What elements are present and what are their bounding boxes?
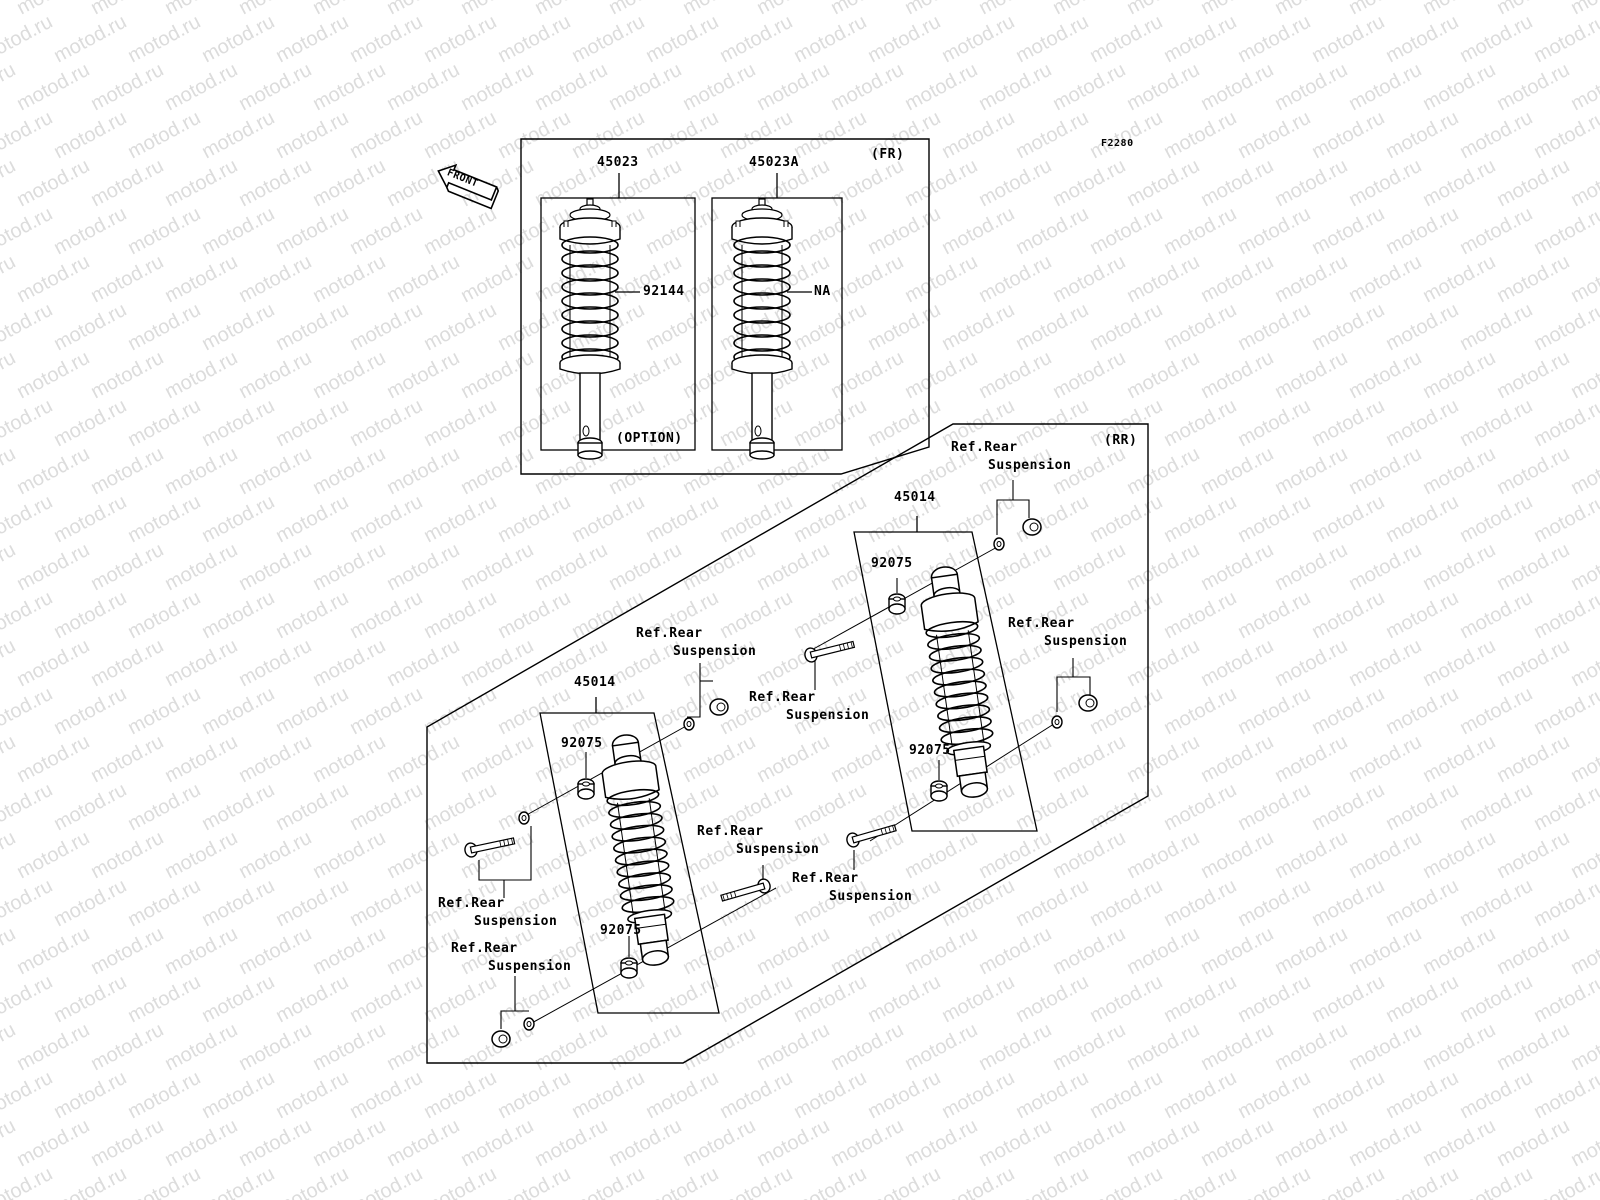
bushing-number-left-lower: 92075: [600, 923, 642, 938]
bushing-number-left-upper: 92075: [561, 736, 603, 751]
rear-left-lower-washer: [523, 1017, 535, 1031]
rear-right-lower-washer: [1051, 715, 1063, 729]
absorber-number-right: 45014: [894, 490, 936, 505]
rear-left-upper-washer-2: [518, 811, 530, 825]
rear-right-bracket: [853, 531, 1038, 832]
ref-label-8a: Ref.Rear: [451, 941, 518, 956]
ref-label-7b: Suspension: [474, 914, 558, 929]
front-section-frame: [520, 138, 930, 475]
spring-callout-92144: 92144: [643, 284, 685, 299]
ref-label-1a: Ref.Rear: [951, 440, 1018, 455]
rear-section-title: (RR): [1104, 433, 1138, 448]
ref-label-4b: Suspension: [829, 889, 913, 904]
ref-label-7a: Ref.Rear: [438, 896, 505, 911]
rear-right-upper-washer: [993, 537, 1005, 551]
rear-left-lower-bolt: [719, 876, 773, 906]
rear-left-upper-bolt: [462, 833, 517, 859]
rear-left-upper-washer: [683, 717, 695, 731]
ref-label-3b: Suspension: [786, 708, 870, 723]
rear-right-lower-bolt: [844, 820, 898, 850]
front-shock-45023a: [731, 198, 793, 460]
ref-label-6a: Ref.Rear: [697, 824, 764, 839]
ref-label-8b: Suspension: [488, 959, 572, 974]
rear-right-upper-bolt: [802, 636, 857, 664]
ref-label-2b: Suspension: [1044, 634, 1128, 649]
absorber-number-left: 45014: [574, 675, 616, 690]
front-section-title: (FR): [871, 147, 905, 162]
ref-label-1b: Suspension: [988, 458, 1072, 473]
rear-right-lower-bushing: [930, 780, 948, 802]
rear-left-bracket: [539, 712, 720, 1014]
ref-label-5a: Ref.Rear: [636, 626, 703, 641]
rear-section-frame: [426, 423, 1149, 1064]
bushing-number-right-lower: 92075: [909, 743, 951, 758]
ref-label-3a: Ref.Rear: [749, 690, 816, 705]
front-shock-45023: [559, 198, 621, 460]
rear-right-upper-bushing: [888, 593, 906, 615]
ref-label-5b: Suspension: [673, 644, 757, 659]
rear-left-lower-nut: [491, 1030, 511, 1048]
option-note: (OPTION): [616, 431, 683, 446]
bushing-number-right-upper: 92075: [871, 556, 913, 571]
spring-callout-na: NA: [814, 284, 831, 299]
rear-right-upper-nut: [1022, 518, 1042, 536]
part-number-45023: 45023: [597, 155, 639, 170]
figure-code: F2280: [1101, 138, 1134, 149]
rear-left-upper-bushing: [577, 778, 595, 800]
front-arrow-icon: [437, 163, 500, 210]
ref-label-2a: Ref.Rear: [1008, 616, 1075, 631]
rear-left-lower-bushing: [620, 957, 638, 979]
rear-right-lower-nut: [1078, 694, 1098, 712]
rear-left-upper-nut: [709, 698, 729, 716]
ref-label-6b: Suspension: [736, 842, 820, 857]
part-45023-box: [540, 197, 696, 451]
part-number-45023a: 45023A: [749, 155, 799, 170]
ref-label-4a: Ref.Rear: [792, 871, 859, 886]
